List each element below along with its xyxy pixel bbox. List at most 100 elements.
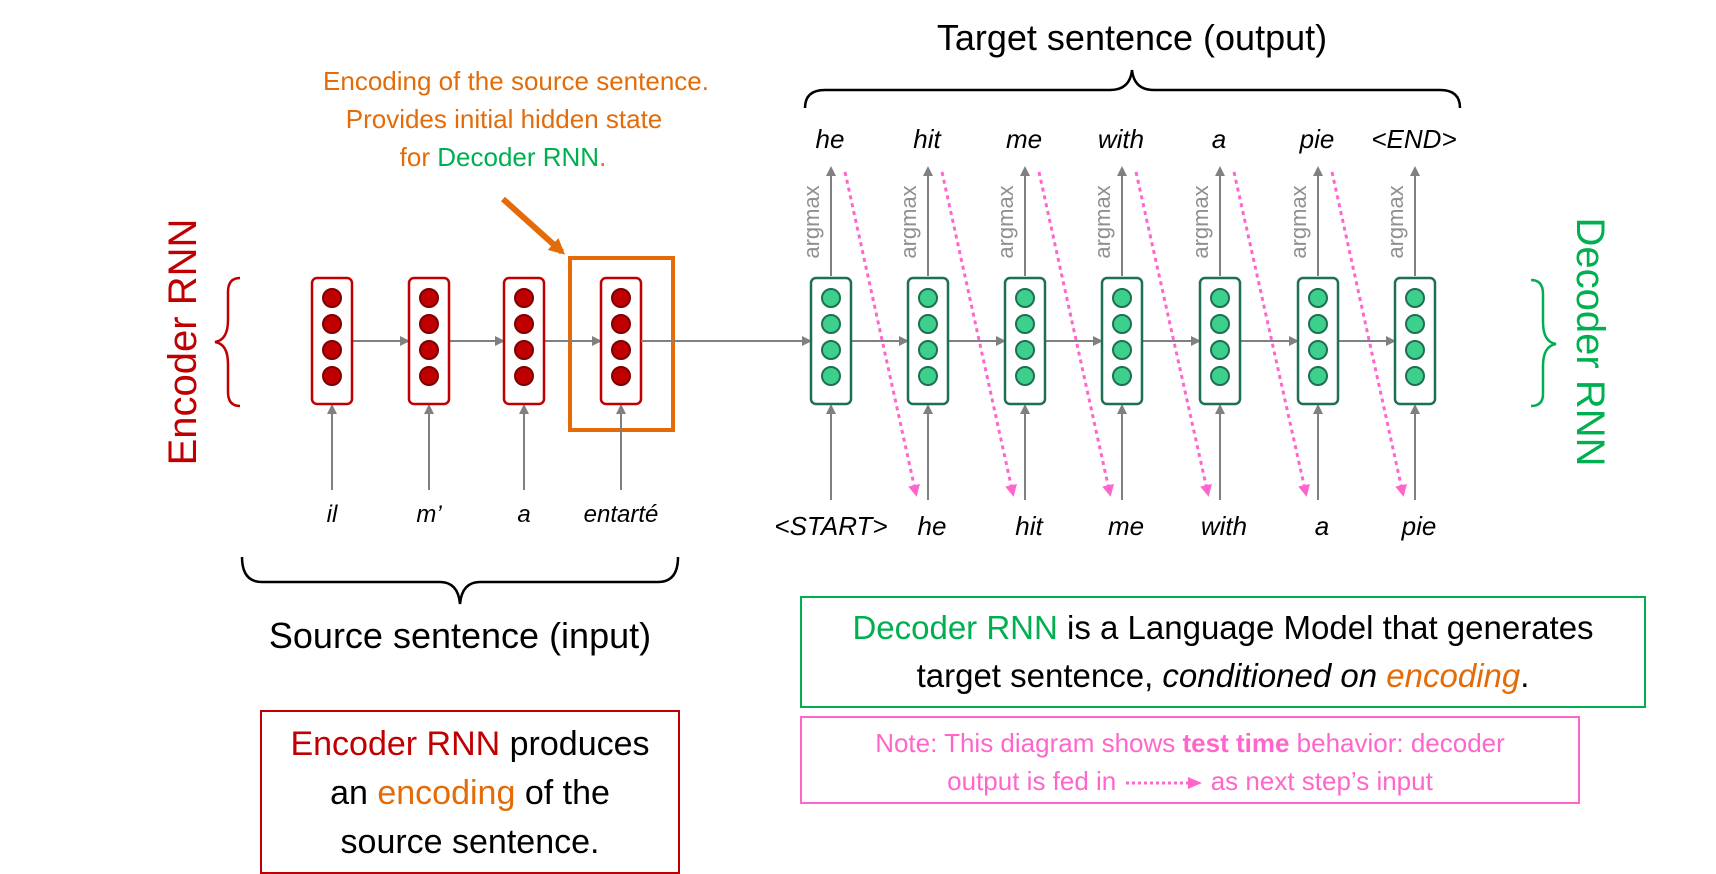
decoder-box-target: target sentence, bbox=[916, 657, 1163, 694]
decoder-cell-unit bbox=[1405, 288, 1425, 308]
note-test-time: test time bbox=[1182, 728, 1290, 758]
decoder-box-line2: target sentence, conditioned on encoding… bbox=[802, 652, 1644, 700]
encoder-box-line3: source sentence. bbox=[340, 823, 600, 861]
encoder-cell-unit bbox=[611, 366, 631, 386]
decoder-input-word: me bbox=[1108, 511, 1144, 541]
source-sentence-title: Source sentence (input) bbox=[269, 615, 651, 656]
encoding-note-end: . bbox=[599, 142, 606, 172]
decoder-cell-unit bbox=[821, 340, 841, 360]
encoder-cell-unit bbox=[419, 340, 439, 360]
decoder-cell-unit bbox=[1015, 314, 1035, 334]
encoding-pointer-arrow bbox=[500, 196, 565, 255]
note-text-b: behavior: decoder bbox=[1289, 728, 1505, 758]
decoder-cell-unit bbox=[1015, 340, 1035, 360]
decoder-box-encoding: encoding bbox=[1386, 657, 1521, 694]
encoder-cell-unit bbox=[611, 340, 631, 360]
decoder-cell-unit bbox=[1210, 314, 1230, 334]
encoder-cell-unit bbox=[322, 314, 342, 334]
note-text-a: Note: This diagram shows bbox=[875, 728, 1183, 758]
decoder-cell-unit bbox=[1015, 288, 1035, 308]
decoder-input-word: <START> bbox=[774, 511, 887, 541]
encoder-cell-unit bbox=[322, 288, 342, 308]
note-text-d: as next step’s input bbox=[1203, 766, 1433, 796]
target-word: with bbox=[1098, 124, 1144, 154]
encoder-cell-unit bbox=[514, 288, 534, 308]
encoder-box-encoding: encoding bbox=[377, 774, 516, 812]
target-word: hit bbox=[913, 124, 942, 154]
encoder-box-line2: an encoding of the bbox=[262, 769, 678, 818]
target-sentence-title: Target sentence (output) bbox=[937, 17, 1327, 58]
target-word: pie bbox=[1299, 124, 1335, 154]
decoder-cell-unit bbox=[821, 288, 841, 308]
decoder-input-word: with bbox=[1201, 511, 1247, 541]
argmax-label: argmax bbox=[896, 185, 921, 258]
decoder-rnn-label: Decoder RNN bbox=[1568, 218, 1612, 467]
argmax-label: argmax bbox=[1383, 185, 1408, 258]
encoder-rnn-label: Encoder RNN bbox=[161, 219, 205, 466]
decoder-cell-unit bbox=[1308, 366, 1328, 386]
decoder-explanation-box: Decoder RNN is a Language Model that gen… bbox=[800, 596, 1646, 708]
encoder-cell-unit bbox=[322, 340, 342, 360]
target-word: he bbox=[816, 124, 845, 154]
decoder-cell-unit bbox=[1405, 340, 1425, 360]
decoder-cell-unit bbox=[1112, 366, 1132, 386]
target-word: a bbox=[1212, 124, 1226, 154]
target-word: <END> bbox=[1371, 124, 1456, 154]
feed-in-dotted-arrow bbox=[1037, 171, 1114, 497]
encoder-cell-unit bbox=[419, 314, 439, 334]
test-time-note-box: Note: This diagram shows test time behav… bbox=[800, 716, 1580, 804]
encoder-box-an: an bbox=[330, 774, 378, 812]
encoder-cell-unit bbox=[419, 288, 439, 308]
decoder-cell-unit bbox=[1405, 314, 1425, 334]
decoder-cell-unit bbox=[1112, 288, 1132, 308]
target-word: me bbox=[1006, 124, 1042, 154]
feed-in-dotted-arrow bbox=[1134, 171, 1212, 497]
encoder-brace bbox=[214, 276, 241, 408]
decoder-cell-unit bbox=[1308, 288, 1328, 308]
encoding-note-line3: for Decoder RNN. bbox=[400, 142, 607, 172]
encoding-note-line3-a: for bbox=[400, 142, 438, 172]
argmax-label: argmax bbox=[993, 185, 1018, 258]
decoder-cell-unit bbox=[1308, 314, 1328, 334]
encoder-cell-unit bbox=[611, 314, 631, 334]
feed-in-dotted-arrow bbox=[843, 171, 920, 497]
argmax-label: argmax bbox=[799, 185, 824, 258]
encoder-box-line1: Encoder RNN produces bbox=[262, 720, 678, 769]
decoder-brace bbox=[1530, 278, 1557, 408]
decoder-cell-unit bbox=[1308, 340, 1328, 360]
decoder-cell-unit bbox=[918, 366, 938, 386]
decoder-cell-unit bbox=[1112, 314, 1132, 334]
decoder-cell-unit bbox=[918, 288, 938, 308]
decoder-box-decoder-rnn: Decoder RNN bbox=[852, 609, 1058, 646]
source-word: a bbox=[517, 501, 530, 528]
encoding-note-green: Decoder RNN bbox=[437, 142, 599, 172]
feed-in-dotted-arrow bbox=[940, 171, 1017, 497]
argmax-label: argmax bbox=[1090, 185, 1115, 258]
decoder-cell-unit bbox=[1112, 340, 1132, 360]
encoder-cell-unit bbox=[514, 366, 534, 386]
encoder-box-produces: produces bbox=[500, 725, 650, 763]
encoding-note-line2: Provides initial hidden state bbox=[346, 104, 663, 134]
decoder-box-line1: Decoder RNN is a Language Model that gen… bbox=[802, 604, 1644, 652]
decoder-input-word: he bbox=[918, 511, 947, 541]
source-brace bbox=[240, 556, 680, 605]
decoder-cell-unit bbox=[821, 366, 841, 386]
encoder-cell-unit bbox=[611, 288, 631, 308]
encoder-cell-unit bbox=[419, 366, 439, 386]
encoder-explanation-box: Encoder RNN produces an encoding of the … bbox=[260, 710, 680, 874]
decoder-box-lm-text: is a Language Model that generates bbox=[1057, 609, 1594, 646]
note-line1: Note: This diagram shows test time behav… bbox=[802, 724, 1578, 762]
feed-in-dotted-arrow bbox=[1232, 171, 1310, 497]
argmax-label: argmax bbox=[1286, 185, 1311, 258]
encoder-box-of-the: of the bbox=[515, 774, 610, 812]
decoder-cell-unit bbox=[918, 340, 938, 360]
note-line2: output is fed in as next step’s input bbox=[802, 762, 1578, 800]
decoder-input-word: a bbox=[1315, 511, 1329, 541]
note-text-c: output is fed in bbox=[947, 766, 1124, 796]
decoder-input-word: pie bbox=[1401, 511, 1437, 541]
encoder-cell-unit bbox=[514, 340, 534, 360]
decoder-cell-unit bbox=[1210, 288, 1230, 308]
feed-in-dotted-arrow bbox=[1330, 171, 1407, 497]
encoding-note-line1: Encoding of the source sentence. bbox=[323, 66, 709, 96]
